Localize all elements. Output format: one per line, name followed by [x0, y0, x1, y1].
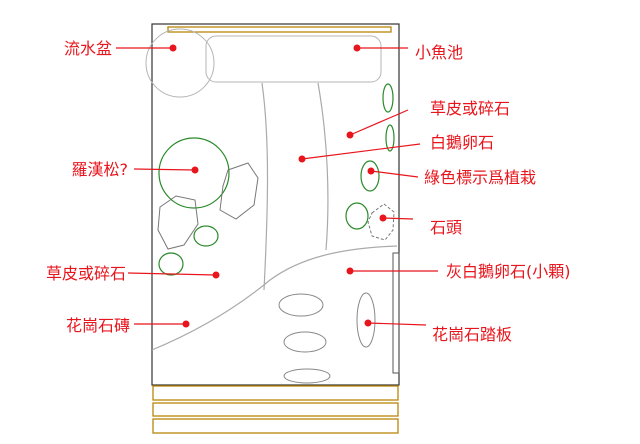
shrub — [385, 124, 395, 152]
stone — [219, 162, 259, 220]
label-grass-or-gravel-left: 草皮或碎石 — [46, 264, 126, 283]
path-left-edge — [261, 82, 269, 291]
stone-dashed — [367, 203, 395, 241]
label-flowing-water-basin: 流水盆 — [64, 39, 112, 58]
plants — [158, 83, 395, 276]
label-grey-white-pebbles-small: 灰白鵝卵石(小顆) — [446, 262, 571, 281]
marker-dot — [353, 44, 361, 52]
label-podocarpus: 羅漢松? — [72, 160, 129, 179]
stepping-stones — [278, 292, 376, 384]
leader-line — [127, 272, 217, 276]
label-granite-bricks: 花崗石磚 — [66, 316, 130, 335]
label-grass-or-gravel-right: 草皮或碎石 — [430, 99, 510, 118]
leader-line — [133, 168, 196, 171]
top-wood-edge — [167, 26, 392, 33]
wood-deck — [152, 385, 399, 434]
deck-plank — [152, 385, 399, 401]
marker-dot — [169, 44, 177, 52]
side-strip — [392, 252, 400, 374]
marker-dot — [367, 167, 375, 175]
marker-dot — [346, 267, 354, 275]
leader-line — [367, 322, 427, 326]
stepping-stone — [283, 331, 327, 353]
marker-dot — [182, 320, 190, 328]
label-stones: 石頭 — [430, 218, 462, 237]
shrub — [158, 252, 184, 276]
leader-line — [349, 109, 409, 136]
stone — [157, 195, 199, 250]
granite-brick-boundary — [151, 245, 398, 351]
stepping-stone — [278, 293, 324, 317]
fish-pond-shape — [205, 35, 382, 83]
path-right-edge — [317, 82, 329, 251]
stones-group — [157, 162, 395, 250]
water-basin-shape — [145, 28, 215, 98]
shrub — [382, 83, 394, 113]
label-white-pebbles: 白鵝卵石 — [430, 133, 494, 152]
shrub — [193, 225, 219, 247]
podocarpus-tree — [158, 137, 230, 209]
label-granite-stepping-stones: 花崗石踏板 — [432, 325, 512, 344]
marker-dot — [191, 166, 199, 174]
leader-lines — [116, 47, 438, 326]
leader-line — [370, 170, 419, 178]
marker-dot — [346, 131, 354, 139]
marker-dot — [364, 319, 372, 327]
shrub — [360, 160, 380, 192]
marker-dots — [169, 44, 387, 328]
label-fish-pond: 小魚池 — [415, 43, 463, 62]
label-green-plants-note: 綠色標示爲植栽 — [424, 168, 536, 187]
stepping-stone — [283, 368, 331, 384]
marker-dot — [379, 214, 387, 222]
stepping-stone — [356, 292, 376, 348]
marker-dot — [298, 155, 306, 163]
deck-plank — [152, 418, 399, 434]
leader-line — [301, 143, 421, 160]
garden-boundary — [151, 23, 400, 386]
shrub — [345, 202, 369, 230]
marker-dot — [212, 271, 220, 279]
deck-plank — [152, 402, 399, 417]
leader-line — [382, 217, 414, 220]
